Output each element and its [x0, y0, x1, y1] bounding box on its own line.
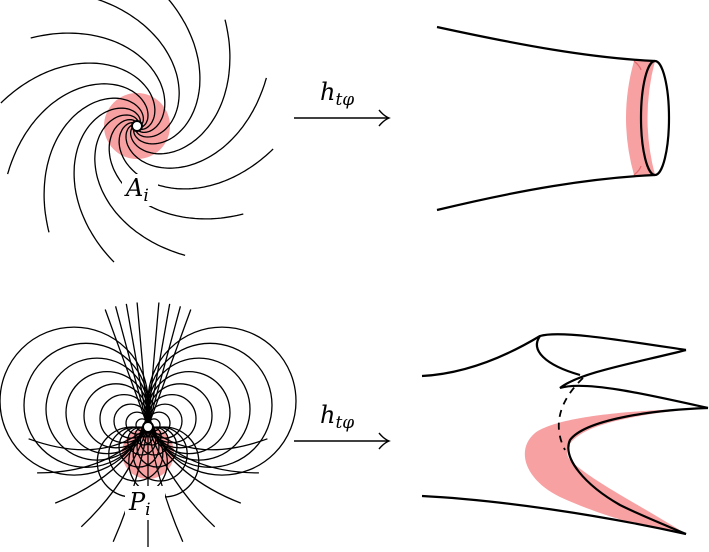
fold-upper-curve — [559, 348, 709, 410]
saddle-point — [142, 421, 154, 433]
cylinder-end-diagram — [436, 25, 671, 212]
label-backdrop-p — [125, 486, 165, 520]
radial-trajectory — [80, 426, 149, 528]
spiral-trajectory — [73, 107, 141, 263]
map-arrow-top: htφ — [294, 78, 391, 127]
map-arrow-bottom: htφ — [294, 401, 391, 450]
label-backdrop-a — [122, 174, 158, 206]
hidden-fold-dashed — [557, 377, 584, 451]
point-label-subscript: i — [145, 500, 150, 520]
radial-trajectory — [54, 426, 149, 504]
radial-trajectory — [37, 426, 149, 474]
surface-lower-edge — [421, 494, 687, 536]
fold-inner-loop — [535, 335, 581, 377]
point-label: Pi — [128, 488, 151, 520]
fold-highlight — [524, 408, 708, 534]
radial-trajectory — [147, 426, 184, 543]
attractor-label-letter: A — [124, 174, 143, 202]
spiral-trajectory — [125, 77, 268, 169]
spiral-trajectory — [129, 19, 231, 155]
spiral-trajectory — [43, 97, 145, 233]
spiral-trajectory — [97, 0, 180, 138]
attractor-label-subscript: i — [143, 186, 148, 206]
map-label-bottom: htφ — [320, 401, 354, 433]
radial-trajectory — [147, 302, 160, 428]
spiral-trajectory — [30, 32, 166, 134]
radial-trajectory — [114, 306, 149, 428]
map-label-top-letter: h — [320, 78, 335, 106]
radial-trajectory — [147, 309, 192, 428]
spiral-trajectory — [0, 62, 156, 130]
cylinder-lower-edge — [436, 173, 656, 212]
cylinder-upper-edge — [436, 25, 656, 63]
radial-trajectory — [147, 426, 268, 451]
map-label-top-subscript: tφ — [335, 90, 354, 110]
radial-trajectory — [147, 303, 171, 428]
spiral-trajectory — [133, 0, 201, 145]
spiral-trajectory — [94, 114, 186, 257]
map-label-bottom-subscript: tφ — [335, 413, 354, 433]
spiral-flow-diagram: Ai — [0, 0, 274, 263]
spiral-trajectories — [0, 0, 274, 263]
radial-trajectory — [28, 426, 149, 451]
folded-surface-diagram — [421, 333, 709, 536]
point-label-letter: P — [128, 488, 146, 516]
radial-trajectory — [136, 302, 149, 428]
radial-trajectory — [147, 426, 259, 474]
radial-trajectory — [112, 426, 149, 543]
dipole-loop — [147, 326, 297, 476]
cylinder-rim — [639, 59, 671, 177]
radial-trajectory — [125, 303, 149, 428]
attractor-point — [131, 120, 143, 132]
dipole-flow-diagram: Pi — [0, 302, 297, 547]
attractor-label: Ai — [124, 174, 149, 206]
radial-trajectory — [104, 309, 149, 428]
spiral-trajectory — [118, 122, 274, 190]
spiral-trajectory — [6, 83, 149, 175]
radial-trajectory — [147, 426, 242, 504]
fold-crease — [567, 406, 709, 536]
cylinder-band-edge — [633, 60, 642, 176]
radial-trajectory — [147, 426, 216, 528]
radial-trajectory — [147, 306, 182, 428]
map-label-bottom-letter: h — [320, 401, 335, 429]
map-label-top: htφ — [320, 78, 354, 110]
surface-upper-edge — [421, 333, 687, 378]
radial-trajectories — [28, 302, 268, 547]
